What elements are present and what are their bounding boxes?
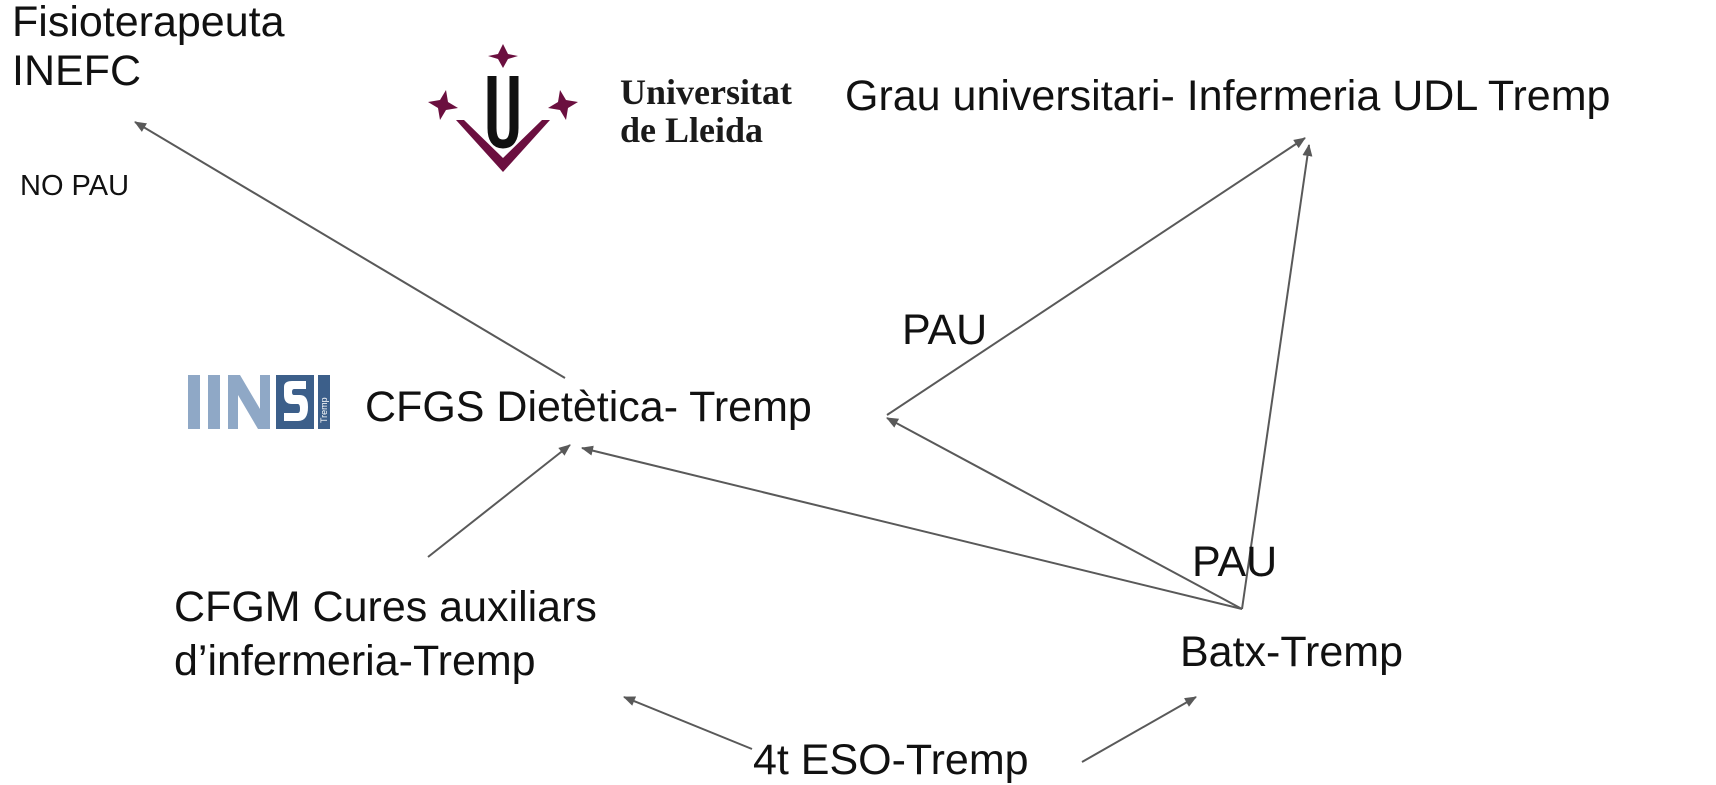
edge-cfgm-to-cfgs bbox=[427, 444, 571, 558]
udl-logo-text: Universitat de Lleida bbox=[620, 72, 792, 150]
ins-tremp-logo: Tremp bbox=[188, 375, 330, 429]
edge-batx-to-cfgs-a bbox=[581, 445, 1243, 610]
edge-eso-to-cfgm bbox=[623, 696, 753, 750]
edge-batx-to-grau bbox=[1241, 144, 1313, 610]
label-pau-right: PAU bbox=[1192, 538, 1278, 586]
udl-crest-icon bbox=[428, 44, 578, 172]
edge-batx-to-cfgs-b bbox=[886, 417, 1243, 610]
ins-logo-subtext: Tremp bbox=[319, 397, 329, 423]
node-cfgs-dietetica: CFGS Dietètica- Tremp bbox=[365, 383, 812, 431]
node-4t-eso-tremp: 4t ESO-Tremp bbox=[753, 736, 1029, 784]
node-batx-tremp: Batx-Tremp bbox=[1180, 628, 1403, 676]
edge-cfgs-to-fisio bbox=[134, 121, 566, 379]
edge-cfgs-to-grau bbox=[886, 137, 1306, 416]
label-no-pau: NO PAU bbox=[20, 170, 130, 202]
label-pau-top: PAU bbox=[902, 306, 988, 354]
edge-eso-to-batx bbox=[1081, 696, 1197, 763]
node-grau-infermeria: Grau universitari- Infermeria UDL Tremp bbox=[845, 72, 1611, 120]
node-cfgm-cures-auxiliars: CFGM Cures auxiliars d’infermeria-Tremp bbox=[174, 583, 597, 685]
node-fisioterapeuta-inefc: Fisioterapeuta INEFC bbox=[12, 0, 285, 96]
